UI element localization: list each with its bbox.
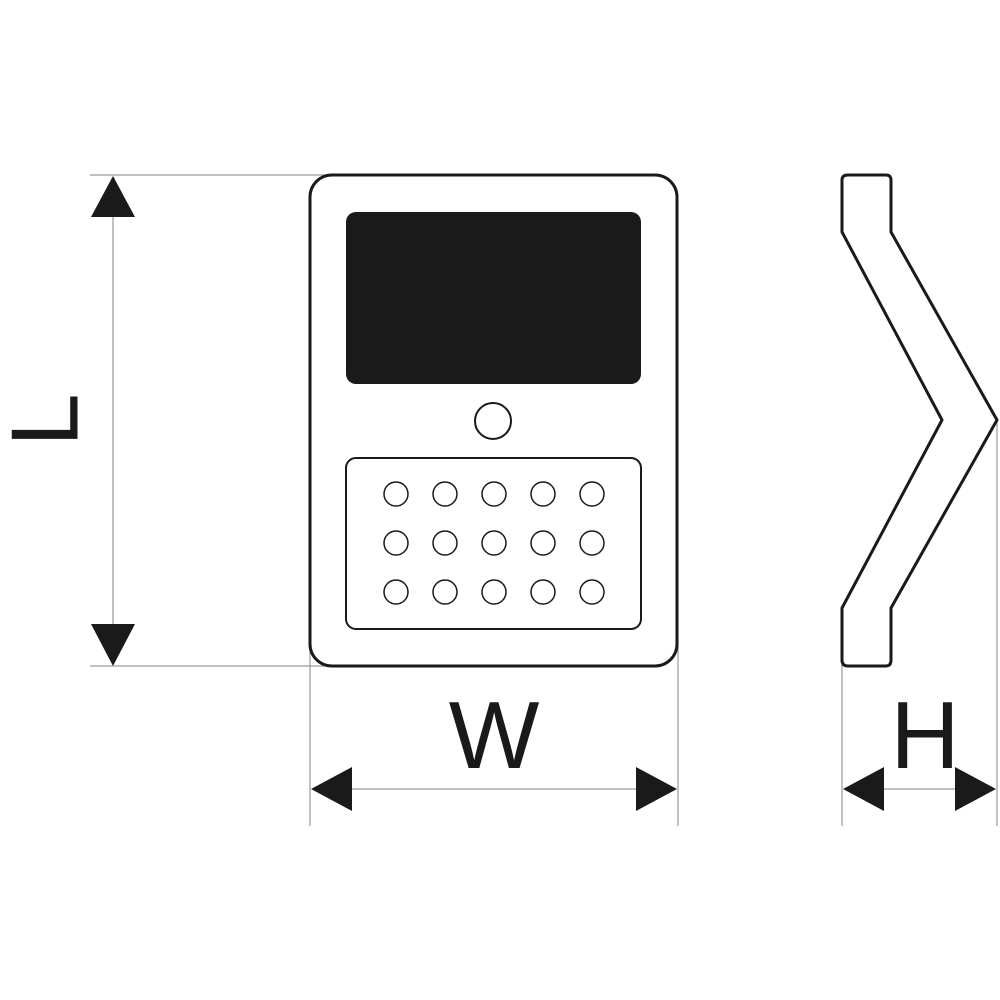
led-dot <box>530 579 556 605</box>
length-label: L <box>0 393 98 446</box>
led-dot <box>383 579 409 605</box>
length-arrow-bottom <box>91 624 135 666</box>
led-dot <box>383 481 409 507</box>
led-grid <box>383 481 605 605</box>
device-side-profile <box>840 173 999 668</box>
device-front-view <box>308 173 679 668</box>
motion-sensor <box>474 402 512 440</box>
width-label: W <box>449 682 540 789</box>
led-dot <box>432 530 458 556</box>
led-dot <box>432 481 458 507</box>
led-dot <box>579 579 605 605</box>
led-dot <box>481 481 507 507</box>
height-label: H <box>890 682 959 789</box>
led-dot <box>481 530 507 556</box>
led-dot <box>579 530 605 556</box>
height-arrow-left <box>843 767 884 811</box>
height-arrow-right <box>955 767 996 811</box>
width-dimension: W <box>311 682 677 811</box>
led-dot <box>432 579 458 605</box>
width-arrow-right <box>636 767 677 811</box>
length-dimension: L <box>0 176 135 666</box>
width-arrow-left <box>311 767 352 811</box>
solar-panel <box>346 212 641 384</box>
led-dot <box>530 481 556 507</box>
led-dot <box>481 579 507 605</box>
height-dimension: H <box>843 682 996 811</box>
led-dot <box>579 481 605 507</box>
led-dot <box>383 530 409 556</box>
led-dot <box>530 530 556 556</box>
length-arrow-top <box>91 176 135 217</box>
